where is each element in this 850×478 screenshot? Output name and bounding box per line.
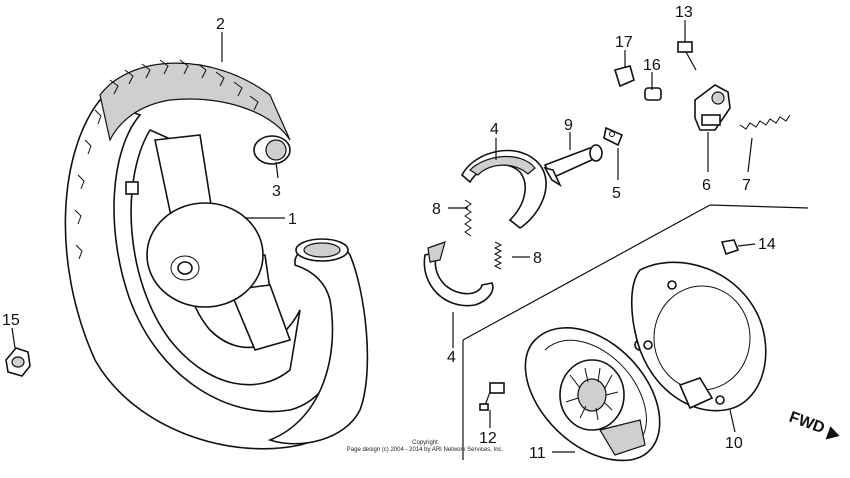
callout-14: 14	[758, 236, 776, 253]
axle-nut-15	[5, 347, 31, 377]
panel-bolt	[479, 382, 505, 411]
copyright-text: Page design (c) 2004 - 2014 by ARI Netwo…	[346, 447, 504, 453]
arm-return-spring	[739, 114, 791, 130]
arm-bolt	[677, 41, 697, 71]
dust-seal-plate	[630, 261, 767, 412]
joint-pin	[644, 87, 662, 101]
cap-nut	[613, 65, 635, 88]
wheel-assembly	[64, 59, 369, 450]
callout-16: 16	[643, 57, 661, 74]
callout-1: 1	[288, 211, 297, 228]
copyright-title: Copyright	[412, 440, 438, 446]
callout-7: 7	[742, 177, 751, 194]
brake-shoe-upper	[460, 149, 547, 229]
callout-15: 15	[2, 312, 20, 329]
brake-panel	[524, 326, 661, 462]
brake-arm	[694, 84, 731, 131]
brake-cam	[543, 144, 603, 188]
brake-spring-upper	[464, 199, 472, 237]
callout-6: 6	[702, 177, 711, 194]
callout-2: 2	[216, 16, 225, 33]
callout-11: 11	[529, 445, 546, 462]
callout-3: 3	[272, 183, 281, 200]
forward-direction-indicator: FWD	[787, 409, 840, 440]
copyright-notice: Copyright Page design (c) 2004 - 2014 by…	[330, 440, 520, 454]
callout-5: 5	[612, 185, 621, 202]
callout-8-lower: 8	[533, 250, 542, 267]
dividing-line	[462, 204, 809, 460]
fwd-label: FWD	[787, 409, 827, 437]
callout-12: 12	[479, 430, 497, 447]
callout-labels: 2 1 3 4 8 8 4 9 5 6 7 13 17 16 14 12 11 …	[2, 4, 776, 462]
flange-nut	[720, 239, 740, 256]
wear-indicator	[603, 126, 624, 147]
brake-spring-lower	[493, 241, 503, 270]
callout-4-lower: 4	[447, 349, 456, 366]
callout-4-upper: 4	[490, 121, 499, 138]
callout-8-upper: 8	[432, 201, 441, 218]
callout-13: 13	[675, 4, 693, 21]
leader-lines	[11, 20, 756, 453]
callout-9: 9	[564, 117, 573, 134]
brake-shoe-lower	[423, 241, 494, 307]
callout-10: 10	[725, 435, 743, 452]
callout-17: 17	[615, 34, 633, 51]
